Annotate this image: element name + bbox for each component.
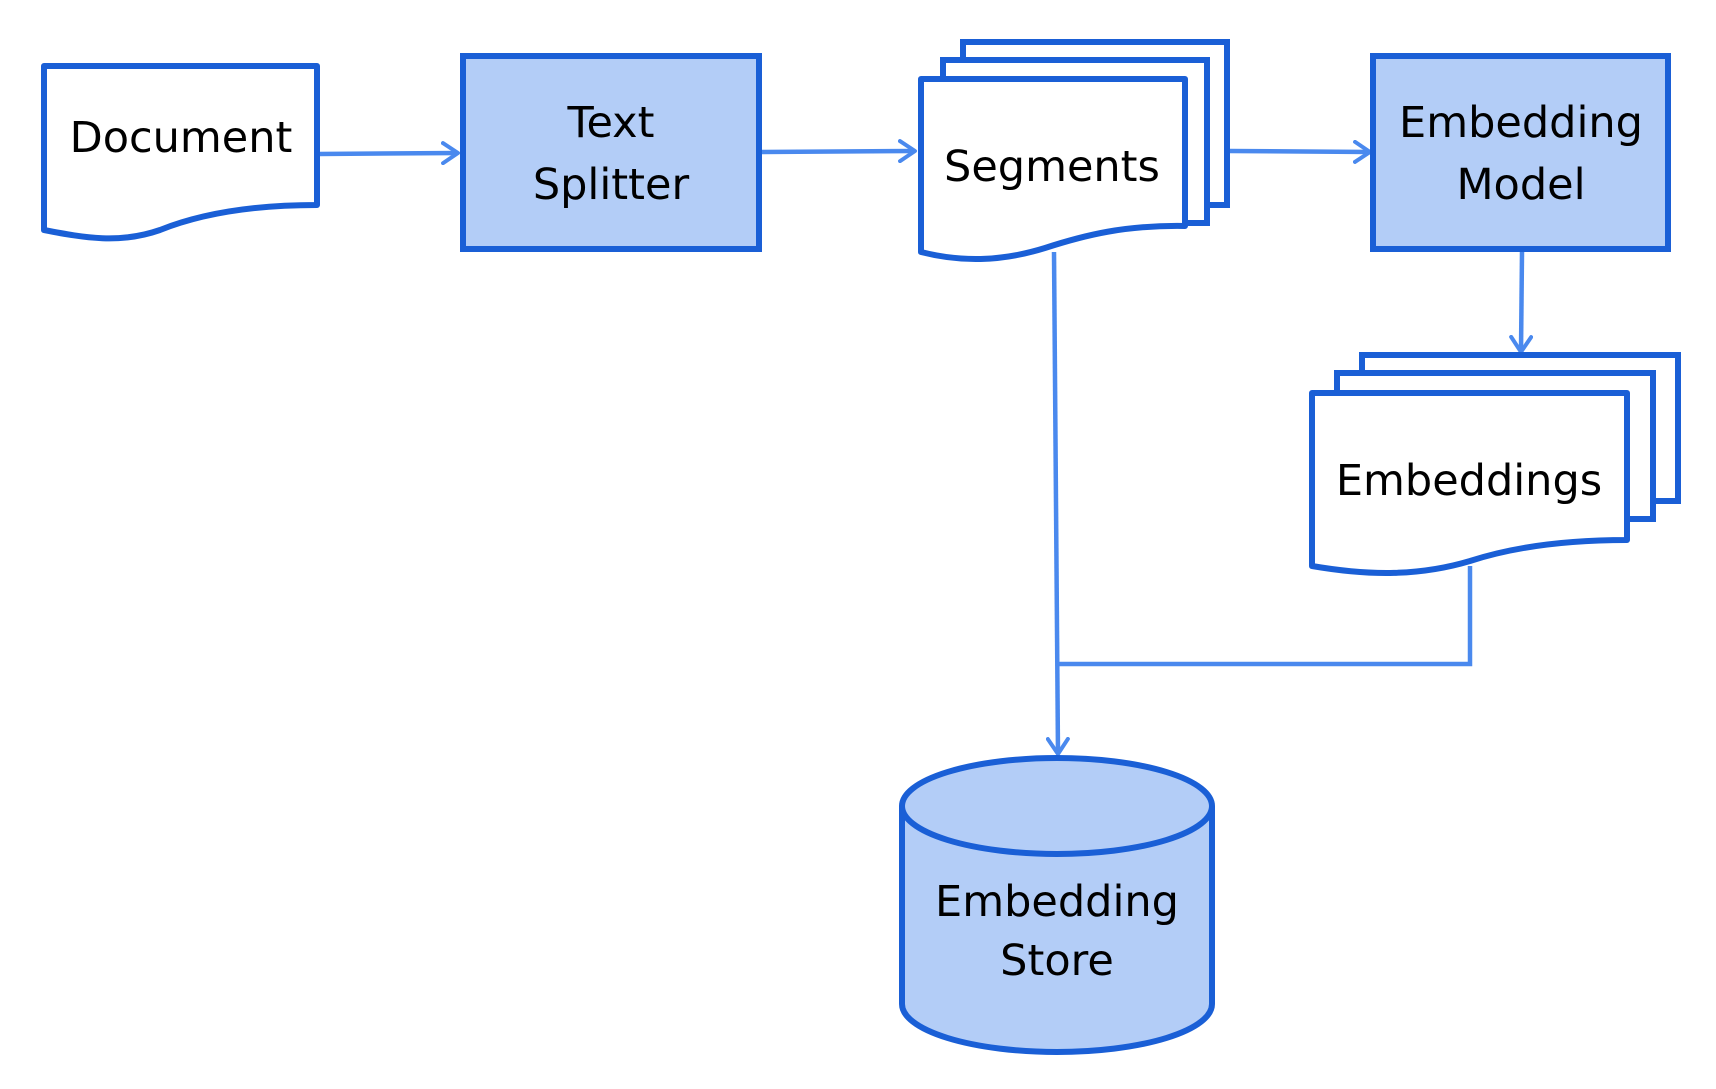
node-text-splitter[interactable]: Text Splitter xyxy=(460,53,762,252)
node-segments[interactable]: Segments xyxy=(918,39,1230,263)
arrow-embedding-model-to-embeddings xyxy=(1509,251,1534,354)
node-embedding-model[interactable]: Embedding Model xyxy=(1370,53,1671,252)
document-label: Document xyxy=(70,113,293,163)
text-splitter-label-line1: Text xyxy=(567,98,655,148)
arrow-segments-to-embedding-model xyxy=(1229,139,1372,164)
embeddings-front-page xyxy=(1309,390,1630,576)
embedding-model-label-line2: Model xyxy=(1456,160,1585,210)
arrow-text-splitter-to-segments xyxy=(759,139,917,164)
embeddings-label: Embeddings xyxy=(1336,456,1602,506)
node-embedding-store[interactable]: Embedding Store xyxy=(899,755,1215,1055)
node-embeddings[interactable]: Embeddings xyxy=(1309,352,1681,576)
text-splitter-label-line2: Splitter xyxy=(533,160,690,210)
embedding-model-label-line1: Embedding xyxy=(1399,98,1643,148)
node-document[interactable]: Document xyxy=(41,63,320,242)
arrow-segments-to-embedding-store xyxy=(1045,251,1070,756)
edges xyxy=(317,139,1534,756)
segments-front-page xyxy=(918,76,1188,263)
text-splitter-box xyxy=(460,53,762,252)
connector-embeddings-to-store xyxy=(1058,566,1473,667)
embedding-store-label-line1: Embedding xyxy=(935,877,1179,927)
embedding-store-label-line2: Store xyxy=(1000,936,1114,986)
embedding-store-body xyxy=(899,806,1215,1055)
document-shape xyxy=(41,63,320,242)
embedding-store-top xyxy=(899,755,1215,857)
segments-label: Segments xyxy=(944,142,1160,192)
arrow-document-to-text-splitter xyxy=(317,141,460,166)
embedding-model-box xyxy=(1370,53,1671,252)
